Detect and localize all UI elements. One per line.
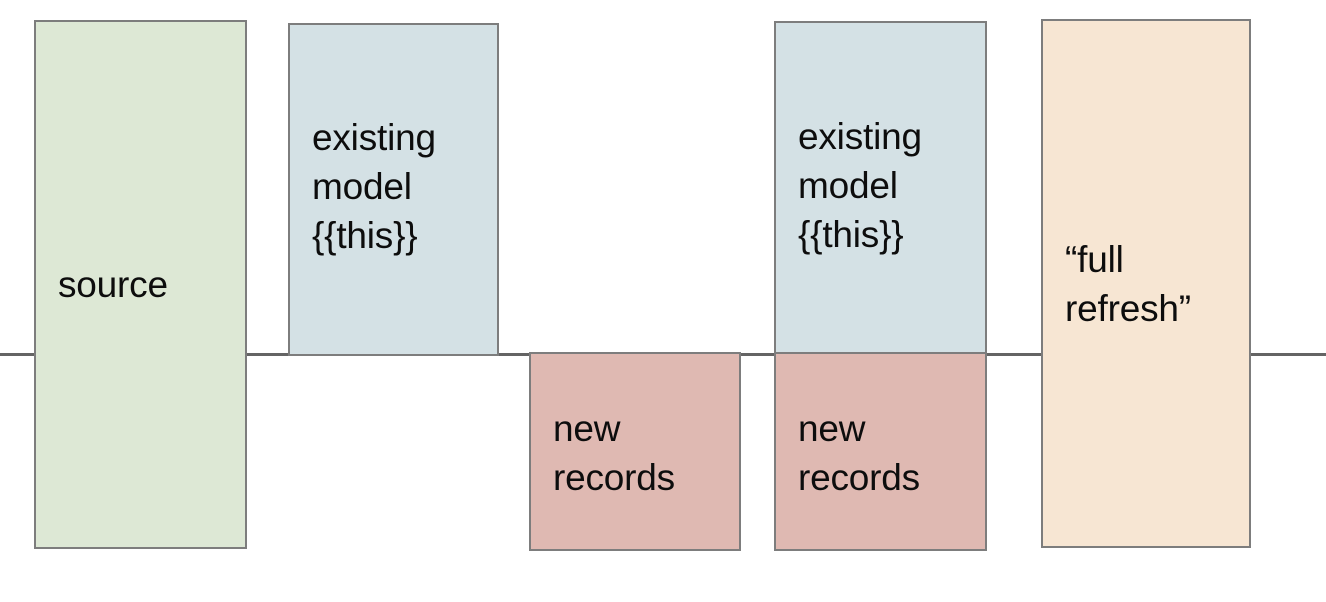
node-new-records-1-label: new records: [553, 407, 675, 498]
node-existing-model-2[interactable]: existing model {{this}}: [774, 21, 987, 356]
node-existing-model-1-label: existing model {{this}}: [312, 117, 436, 256]
node-new-records-2[interactable]: new records: [774, 352, 987, 551]
node-existing-model-1[interactable]: existing model {{this}}: [288, 23, 499, 356]
node-full-refresh[interactable]: “full refresh”: [1041, 19, 1251, 548]
node-new-records-1[interactable]: new records: [529, 352, 741, 551]
node-source[interactable]: source: [34, 20, 247, 549]
node-source-label: source: [58, 264, 168, 305]
node-new-records-2-label: new records: [798, 407, 920, 498]
node-existing-model-2-label: existing model {{this}}: [798, 116, 922, 255]
node-full-refresh-label: “full refresh”: [1065, 238, 1191, 329]
